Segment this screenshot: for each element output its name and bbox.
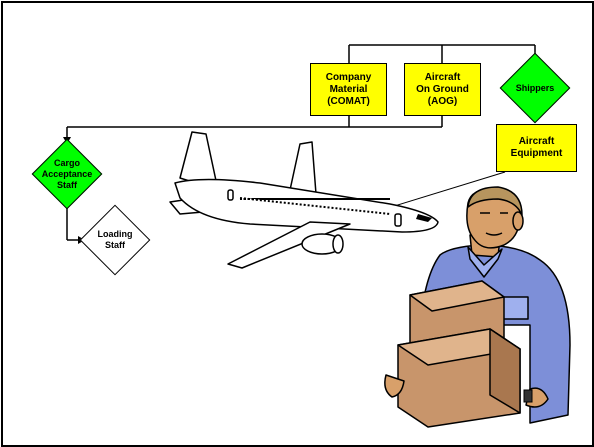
cargo-acceptance-label: Cargo Acceptance Staff: [41, 157, 93, 190]
loading-staff-label: Loading Staff: [97, 229, 133, 250]
worker-carrying-boxes-illustration: [384, 186, 571, 428]
comat-label: Company Material (COMAT): [325, 71, 372, 107]
shippers-diamond: Shippers: [499, 52, 571, 124]
cargo-acceptance-diamond: Cargo Acceptance Staff: [31, 138, 103, 210]
aog-label: Aircraft On Ground (AOG): [416, 71, 469, 107]
shippers-label: Shippers: [515, 82, 555, 93]
comat-box: Company Material (COMAT): [310, 63, 387, 116]
loading-staff-diamond: Loading Staff: [79, 204, 151, 276]
aircraft-equipment-label: Aircraft Equipment: [510, 136, 563, 159]
airplane-illustration: [169, 131, 439, 269]
aircraft-equipment-box: Aircraft Equipment: [496, 124, 577, 172]
aog-box: Aircraft On Ground (AOG): [404, 63, 481, 116]
